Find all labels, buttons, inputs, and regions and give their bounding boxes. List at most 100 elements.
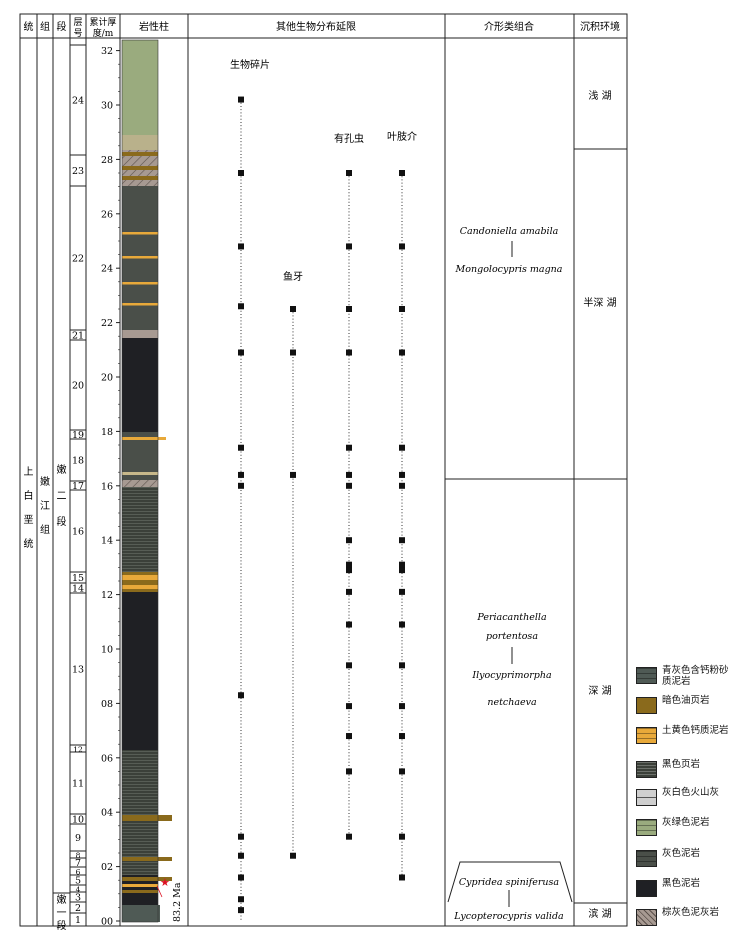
occurrence-marker [399, 733, 405, 740]
ostracod-taxon: Mongolocypris magna [455, 264, 563, 275]
legend-item: 青灰色含钙粉砂质泥岩 [636, 665, 737, 693]
occurrence-marker [346, 733, 352, 740]
legend-label: 暗色油页岩 [662, 695, 710, 706]
legend-swatch [636, 789, 657, 806]
lith-band-black-shale [122, 750, 158, 875]
lith-band-oil-shale [122, 890, 158, 893]
depth-tick-label: 06 [101, 753, 113, 764]
occurrence-marker [346, 567, 352, 574]
depth-tick-label: 16 [101, 481, 113, 492]
occurrence-marker [238, 692, 244, 699]
ostracod-taxon: Candoniella amabila [460, 226, 559, 237]
ostracod-taxon: Ilyocyprimorpha [471, 670, 552, 681]
layer-number: 12 [73, 745, 83, 754]
occurrence-marker [238, 243, 244, 250]
depth-tick-label: 02 [101, 862, 113, 873]
layer-number: 14 [72, 584, 84, 595]
occurrence-marker [238, 874, 244, 881]
lith-band-oil-shale [122, 877, 172, 881]
legend-item: 暗色油页岩 [636, 695, 737, 723]
legend-item: 灰绿色泥岩 [636, 817, 737, 845]
occurrence-marker [290, 349, 296, 356]
legend-label: 棕灰色泥灰岩 [662, 907, 720, 918]
zu-label: 嫩江组 [40, 475, 50, 536]
occurrence-marker [238, 96, 244, 103]
lith-band-black-mudstone [122, 592, 158, 750]
occurrence-marker [399, 306, 405, 312]
lith-band-black-shale [122, 487, 158, 572]
lith-band-calcareous-siltstone-mudstone [122, 905, 160, 922]
layer-number: 1 [75, 915, 81, 926]
ostracod-taxon: netchaeva [487, 697, 537, 708]
occurrence-marker [238, 170, 244, 176]
depth-tick-label: 24 [101, 264, 113, 275]
occurrence-marker [290, 306, 296, 312]
occurrence-marker [399, 170, 405, 176]
lith-band-oil-shale [122, 815, 172, 821]
occurrence-marker [290, 852, 296, 859]
layer-number: 18 [72, 456, 84, 467]
occurrence-marker [238, 303, 244, 310]
layer-number: 11 [72, 779, 84, 790]
occurrence-marker [346, 703, 352, 710]
legend-swatch [636, 850, 657, 867]
occurrence-marker [346, 482, 352, 489]
header-other-bio: 其他生物分布延限 [276, 20, 356, 33]
depth-tick-label: 10 [101, 645, 113, 656]
legend-label: 黑色泥岩 [662, 878, 701, 889]
occurrence-marker [346, 471, 352, 478]
environment-label: 半深 湖 [583, 296, 616, 309]
layer-number: 13 [72, 665, 84, 676]
legend-item: 黑色泥岩 [636, 878, 737, 906]
lith-band-calcareous-mudstone [122, 585, 158, 589]
occurrence-marker [238, 852, 244, 859]
depth-tick-label: 18 [101, 427, 113, 438]
lithology-column: ★83.2 Ma [121, 39, 183, 923]
ostracod-taxon: Lycopterocypris valida [453, 911, 564, 922]
layer-number: 8 [76, 851, 81, 860]
taxon-name: 有孔虫 [334, 132, 364, 145]
depth-tick-label: 32 [101, 46, 113, 57]
legend-label: 土黄色钙质泥岩 [662, 725, 729, 736]
depth-tick-label: 30 [101, 101, 113, 112]
legend-swatch [636, 697, 657, 714]
header-environment: 沉积环境 [580, 20, 620, 33]
occurrence-marker [399, 243, 405, 250]
occurrence-marker [346, 306, 352, 312]
occurrence-marker [238, 833, 244, 840]
layer-number: 17 [72, 481, 84, 492]
occurrence-marker [399, 874, 405, 881]
occurrence-marker [399, 567, 405, 574]
occurrence-marker [238, 349, 244, 356]
layer-number: 3 [75, 893, 81, 904]
layer-number: 10 [72, 815, 84, 826]
depth-tick-label: 26 [101, 209, 113, 220]
occurrence-marker [399, 703, 405, 710]
legend-swatch [636, 667, 657, 684]
header-duan: 段 [57, 20, 67, 33]
header-tong: 统 [24, 20, 34, 33]
depth-tick-label: 00 [101, 917, 113, 928]
environment-label: 浅 湖 [588, 89, 611, 102]
depth-tick-label: 22 [101, 318, 113, 329]
age-label: 83.2 Ma [172, 882, 183, 922]
legend-item: 黑色页岩 [636, 759, 737, 787]
ostracod-taxon: Cypridea spiniferusa [459, 877, 560, 888]
layer-number: 2 [75, 903, 81, 914]
lith-band-calcareous-mudstone [122, 256, 158, 259]
legend-label: 青灰色含钙粉砂质泥岩 [662, 665, 729, 687]
depth-tick-label: 28 [101, 155, 113, 166]
layer-number: 20 [72, 381, 84, 392]
lith-band-calcareous-mudstone [122, 575, 158, 580]
lith-band-calcareous-mudstone [122, 232, 158, 235]
tong-label: 上白垩统 [24, 466, 34, 550]
lith-band-calcareous-mudstone [122, 303, 158, 306]
occurrence-marker [399, 621, 405, 628]
legend-swatch [636, 727, 657, 744]
layer-number: 4 [76, 885, 81, 894]
occurrence-marker [238, 907, 244, 914]
occurrence-marker [399, 482, 405, 489]
